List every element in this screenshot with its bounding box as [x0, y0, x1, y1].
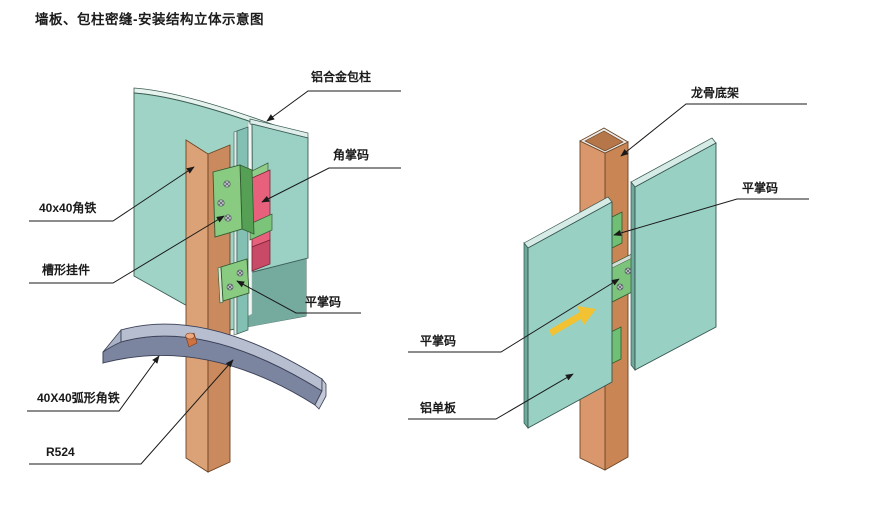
label-radius-r524: R524	[46, 445, 75, 459]
label-channel-hanger: 槽形挂件	[42, 263, 91, 277]
flat-bracket-left-figure	[217, 258, 250, 304]
label-flat-bracket-upper: 平掌码	[742, 181, 779, 195]
label-aluminum-veneer-panel: 铝单板	[420, 401, 457, 415]
label-aluminum-column-cladding: 铝合金包柱	[311, 70, 372, 84]
corner-bracket	[249, 162, 273, 272]
label-corner-bracket: 角掌码	[333, 148, 370, 162]
screws	[226, 269, 244, 291]
right-figure	[408, 103, 809, 471]
leader-lines-left	[27, 90, 401, 465]
channel-hanger-bracket	[212, 164, 255, 238]
label-curved-angle-iron: 40X40弧形角铁	[37, 391, 120, 405]
direction-arrow-icon	[549, 306, 596, 336]
page-title: 墙板、包柱密缝-安装结构立体示意图	[35, 12, 264, 27]
label-flat-bracket-left: 平掌码	[305, 295, 342, 309]
leader-lines-right	[408, 103, 809, 420]
aluminum-panel-left	[523, 196, 613, 429]
label-flat-bracket-middle: 平掌码	[420, 334, 457, 348]
curved-angle-iron	[102, 323, 327, 410]
aluminum-panel-right	[630, 137, 717, 371]
screws	[217, 180, 232, 222]
locating-peg	[185, 332, 198, 348]
label-40x40-angle-iron: 40x40角铁	[39, 201, 97, 215]
left-figure	[27, 87, 401, 473]
label-keel-base-frame: 龙骨底架	[691, 86, 740, 100]
